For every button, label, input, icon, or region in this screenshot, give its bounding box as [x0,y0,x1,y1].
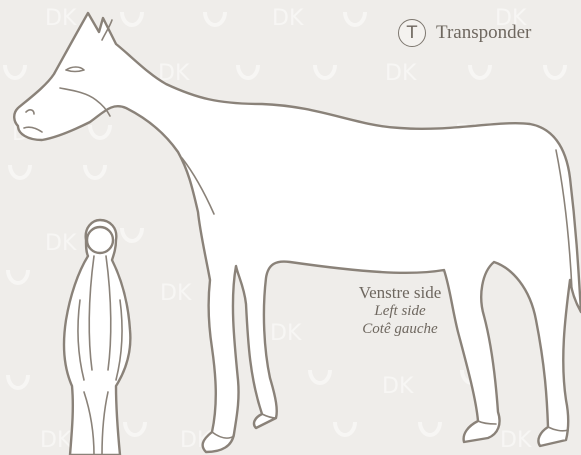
horse-front-forelock [87,227,113,253]
transponder-legend: T Transponder [398,16,531,50]
side-label-danish: Venstre side [330,284,470,302]
side-label: Venstre side Left side Cotê gauche [330,284,470,338]
horse-front-view-outline [64,220,130,455]
side-label-french: Cotê gauche [330,320,470,338]
transponder-marker-icon: T [398,19,426,47]
transponder-label: Transponder [436,22,531,44]
side-label-english: Left side [330,302,470,320]
